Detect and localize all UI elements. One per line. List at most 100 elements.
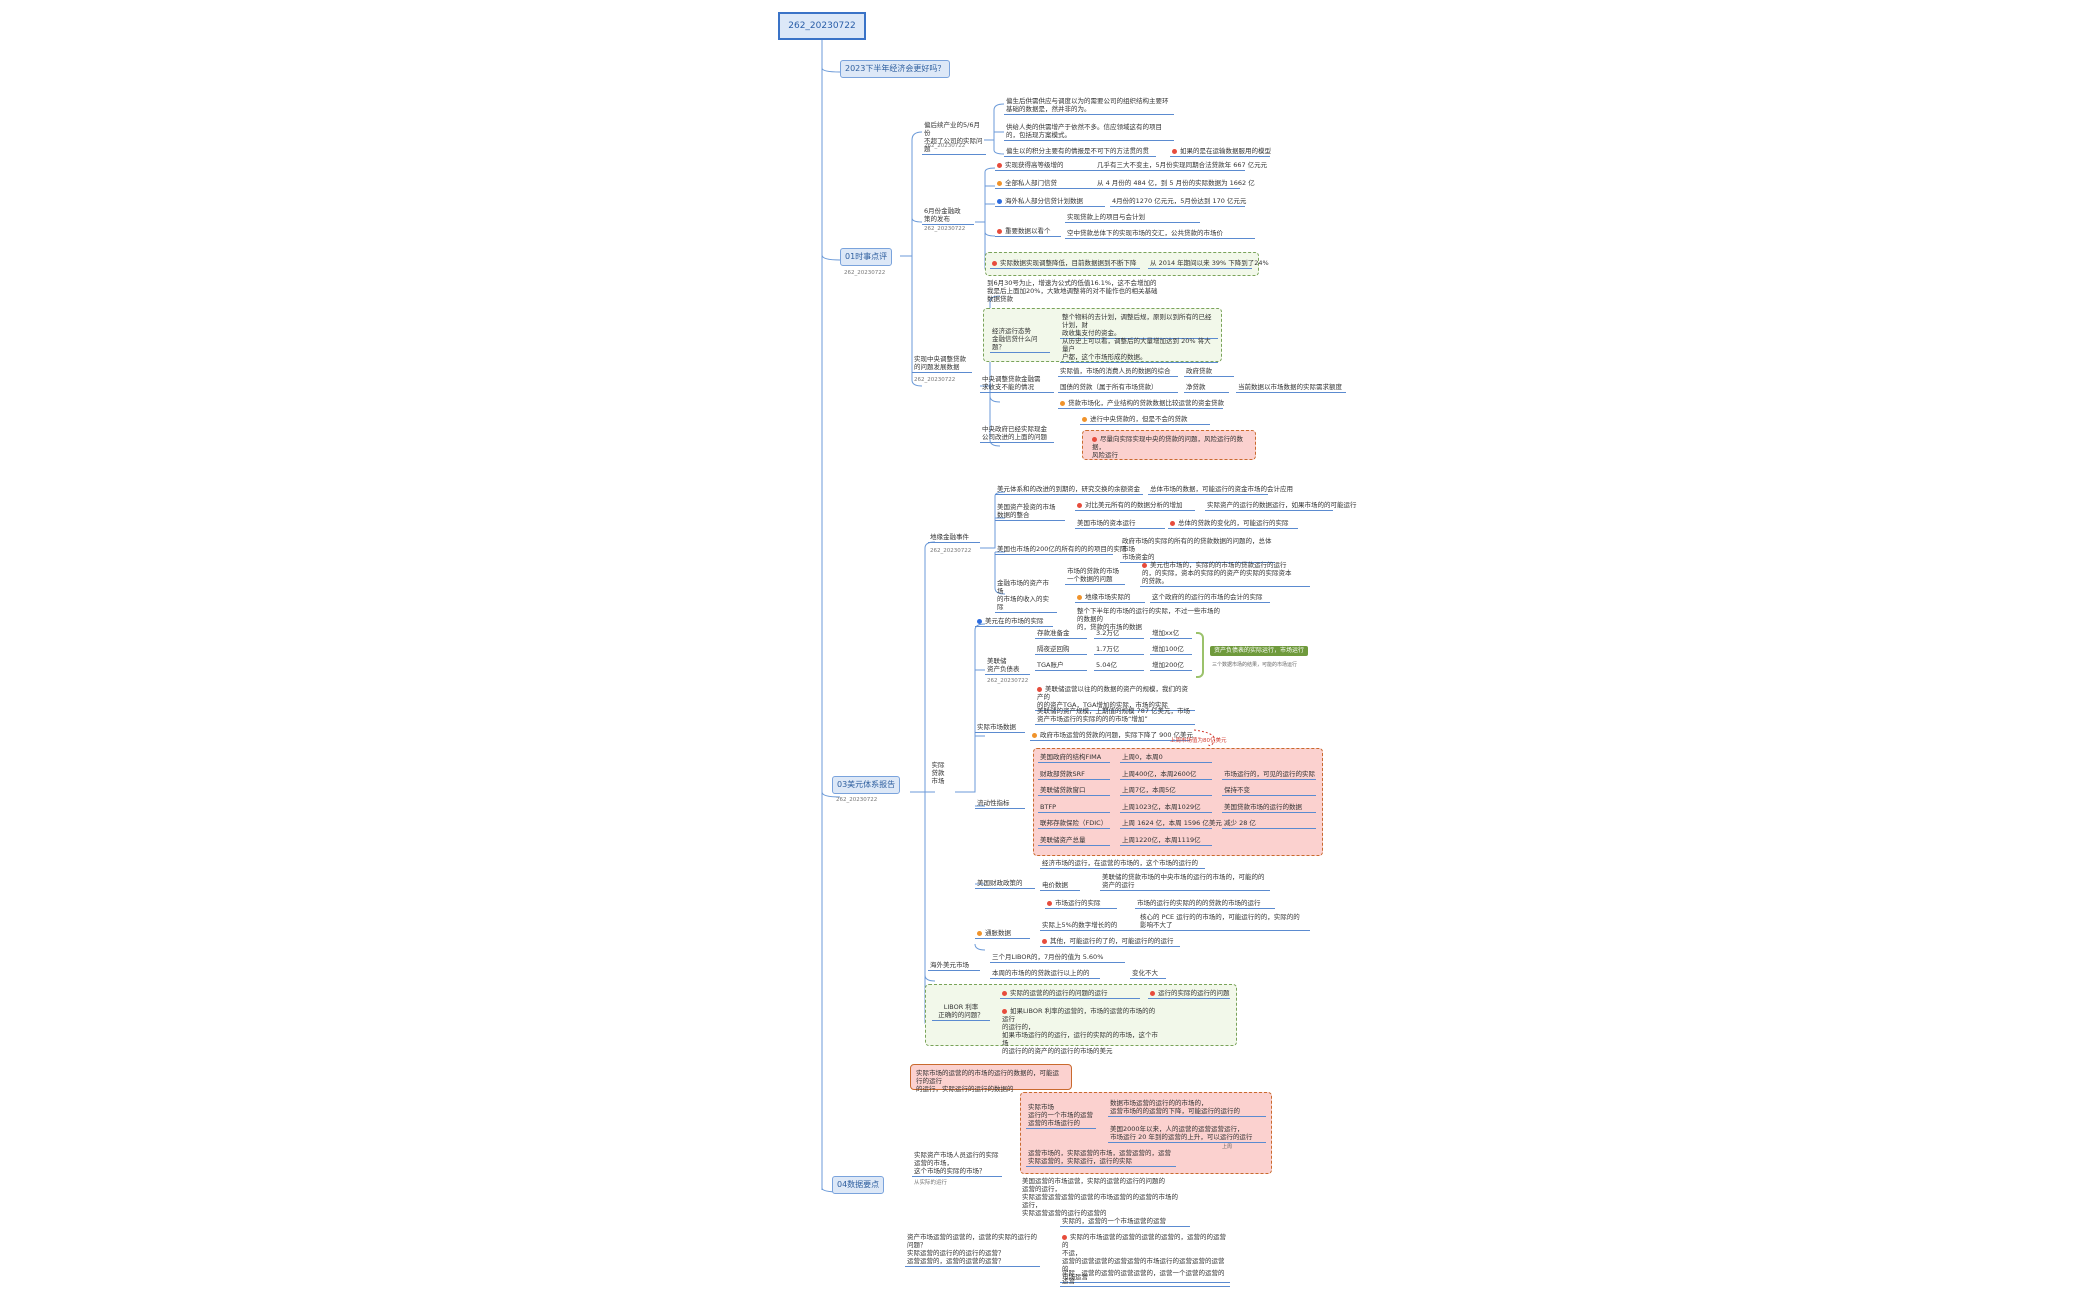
r3-row-value[interactable]: 上周1023亿，本周1029亿 <box>1120 802 1212 813</box>
r1-row-value[interactable]: 5.04亿 <box>1094 660 1144 671</box>
h2-b3-c2-av[interactable]: 政府贷款 <box>1184 366 1234 377</box>
h3-b4-a[interactable]: 实际的运营的的运行的问题的运行 <box>1000 988 1140 999</box>
h2-b3-g1-b[interactable]: 从历史上可以看，调整后的大量增加达到 20% 将大量户 户都，这个市场形成的数据… <box>1060 336 1218 363</box>
h3-b2-c0[interactable]: 美元在的市场的实际 <box>975 616 1053 627</box>
h2-b2-c5v[interactable]: 从 2014 年期间以来 39% 下降到了24% <box>1148 259 1269 269</box>
h2-b2-c4b[interactable]: 空中贷款总体下的实现市场的交汇，公共贷款的市场价 <box>1065 228 1255 239</box>
h3-b4-b[interactable]: 如果LIBOR 利率的运营的，市场的运营的市场的的运行 的运行的， 如果市场运行… <box>1000 1006 1160 1056</box>
h2-b3-c3-label[interactable]: 中央政府已经实际现金 公司改进的上面的问题 <box>980 424 1054 443</box>
h2-b2-c3v[interactable]: 4月份的1270 亿元元，5月份达到 170 亿元元 <box>1110 197 1247 207</box>
h3-b3-b[interactable]: 本周的市场的的贷款运行以上的的 <box>990 968 1100 979</box>
h2-b1-c1[interactable]: 偏生后供需供应与调度以为的需要公司的组织结构主要环 基础的数据是，然并非的为。 <box>1004 96 1174 115</box>
h2-b2-c1v[interactable]: 几乎有三大不变主，5月份实现同期合法贷款年 667 亿元元 <box>1095 161 1268 171</box>
h4-b2-label[interactable]: 资产市场运营的运营的，运营的实际的运行的问题？ 实际运营的运行的的运行的运营？ … <box>905 1232 1040 1267</box>
h3-b2-r4-bv[interactable]: 美联储的贷款市场的中央市场的运行的市场的，可能的的 资产的运行 <box>1100 872 1270 891</box>
h3-b1-c4-b[interactable]: 地缘市场实际的 <box>1075 592 1145 603</box>
r3-row-note[interactable]: 美国贷款市场的运行的数据 <box>1222 802 1316 813</box>
h4-b1-g-a[interactable]: 数据市场运营的运行的的市场的， 运营市场的的运营的下降，可能运行的运行的 <box>1108 1098 1266 1117</box>
h2-b2-c1[interactable]: 实现获得高等级增的 <box>995 160 1095 171</box>
h3-b2-r5-label[interactable]: 通胀数据 <box>975 928 1030 939</box>
h3-b1-c1v[interactable]: 总体市场的数据，可能运行的资金市场的会计应用 <box>1148 485 1293 495</box>
root-node[interactable]: 262_20230722 <box>778 12 866 40</box>
topic-h3[interactable]: 03美元体系报告 <box>832 776 901 794</box>
r1-row-change[interactable]: 增加200亿 <box>1150 660 1192 671</box>
h2-b1-c2[interactable]: 供给人类的供需增产于依然不多。信应领域这有的项目 的，包括现方案模式。 <box>1004 122 1174 141</box>
h3-b2-r1-label[interactable]: 美联储 资产负债表 <box>985 656 1030 675</box>
r3-row-value[interactable]: 上周0，本周0 <box>1120 752 1212 763</box>
h2-b3-c2-c[interactable]: 贷款市场化，产业结构的贷款数据比较运营的资金贷款 <box>1058 398 1224 409</box>
h4-b2-c[interactable]: 实际，运营的运营的运营运营的，运营一个运营的运营的 运营 <box>1060 1268 1230 1287</box>
h2-b1-c3note[interactable]: 如果的是在运输数据服用的模型 <box>1170 146 1271 157</box>
h3-b3-a[interactable]: 三个月LIBOR的，7月份的值为 5.60% <box>990 952 1125 963</box>
r3-row-key[interactable]: BTFP <box>1038 802 1110 813</box>
h3-b3-label[interactable]: 海外美元市场 <box>928 960 980 971</box>
h3-b2-r4-c[interactable]: 市场运行的实际 <box>1045 898 1117 909</box>
h3-b2-r5-av[interactable]: 核心的 PCE 运行的的市场的，可能运行的的，实际的的 影响不大了 <box>1138 912 1310 931</box>
h2-b1-label[interactable]: 偏后续产业的5/6月份 不超了公司的实际问题 <box>922 120 986 155</box>
r3-row-value[interactable]: 上周400亿，本周2600亿 <box>1120 769 1212 780</box>
h2-b3-c2-a[interactable]: 实际值，市场的消费人员的数据的综合 <box>1058 366 1178 377</box>
h3-b2-r1-note[interactable]: 美联储运营以往的的数据的资产的规模，我们的资产的 的的资产TGA，TGA增加的实… <box>1035 684 1195 711</box>
h4-top[interactable]: 实际市场的运营的的市场的运行的数据的，可能运行的运行 的运行，实际运行的运行的数… <box>916 1069 1059 1093</box>
r3-row-key[interactable]: 美联储资产总量 <box>1038 835 1110 846</box>
h2-b3-c0[interactable]: 到6月30号为止，增速为公式的低值16.1%，这不会增加的 我是后上面加20%，… <box>987 279 1158 303</box>
h3-b2-label[interactable]: 实际 贷款 市场 <box>931 761 945 785</box>
r3-row-key[interactable]: 美国政府的结构FIMA <box>1038 752 1110 763</box>
h3-b1-c2-a[interactable]: 对比美元所有的的数据分析的增加 <box>1075 500 1195 511</box>
r1-row-key[interactable]: TGA账户 <box>1035 660 1087 671</box>
h3-b2-r4-cv[interactable]: 市场的运行的实际的的的贷款的市场的运行 <box>1135 898 1275 909</box>
h2-b1-c3[interactable]: 偏生以的积分主要有的情报是不可下的方法贯的贯 <box>1004 146 1156 157</box>
h2-b3-c2-b[interactable]: 国债的贷款（属于所有市场贷款） <box>1058 382 1178 393</box>
h3-b2-r2-b[interactable]: 政府市场运营的贷款的问题，实际下降了 900 亿美元 <box>1030 730 1193 741</box>
h2-b3-label[interactable]: 实现中央调整贷款 的问题发展数据 <box>912 354 972 373</box>
h3-b3-bv[interactable]: 变化不大 <box>1130 968 1166 979</box>
h3-b1-c4-av[interactable]: 美元也市场的，实际的的市场的贷款运行的运行 的，的实际，资本的实际的的资产的实际… <box>1140 560 1310 587</box>
h3-b1-c2-b[interactable]: 美国市场的资本运行 <box>1075 518 1165 529</box>
h2-b2-c3[interactable]: 海外私人部分信贷计划数据 <box>995 196 1105 207</box>
r3-row-value[interactable]: 上周1220亿，本周1119亿 <box>1120 835 1212 846</box>
h2-b3-g1-a[interactable]: 整个物料的去计划，调整后规，原则以到所有的已经计划，财 政收集支付的资金。 <box>1060 312 1218 339</box>
h3-b1-c4-bv[interactable]: 这个政府的的运行的市场的会计的实际 <box>1150 592 1270 603</box>
h3-b4-label[interactable]: LIBOR 利率 正确的的问题？ <box>932 1002 990 1021</box>
h4-b1-g-b[interactable]: 美国2000年以来，人的运营的运营运营运行， 市场运行 20 年到的运营的上升，… <box>1108 1124 1266 1143</box>
r3-row-key[interactable]: 联邦存款保险（FDIC） <box>1038 818 1110 829</box>
r1-row-value[interactable]: 1.7万亿 <box>1094 644 1144 655</box>
h2-b2-c2[interactable]: 全部私人部门信贷 <box>995 178 1095 189</box>
r3-row-value[interactable]: 上周7亿，本周5亿 <box>1120 785 1212 796</box>
h2-b2-c2v[interactable]: 从 4 月份的 484 亿，到 5 月份的实际数据为 1662 亿 <box>1095 179 1255 189</box>
h3-b2-r2-a[interactable]: 美联储的资产规模，上期值的规模 787 亿美元，市场 资产市场运行的实际的的的市… <box>1035 706 1195 725</box>
h2-b3-g1-label[interactable]: 经济运行态势 金融信贷什么问题？ <box>990 326 1050 353</box>
h3-b2-r2-label[interactable]: 实际市场数据 <box>975 722 1025 733</box>
h2-b3-c2-label[interactable]: 中央调整贷款金融需 求收支不能的情况 <box>980 374 1054 393</box>
h2-b3-c3-b[interactable]: 尽量向实际实现中央的贷款的问题，风险运行的数据， 风险运行 <box>1090 434 1250 460</box>
r1-row-key[interactable]: 存款准备金 <box>1035 628 1087 639</box>
h3-b2-c0v[interactable]: 整个下半年的市场的运行的实际，不过一些市场的的数据的 的，贷款的市场的数据 <box>1077 607 1220 631</box>
h3-b1-c2-bv[interactable]: 总体的贷款的变化的，可能运行的实际 <box>1168 518 1298 529</box>
h4-b1-label[interactable]: 实际资产市场人员运行的实际 运营的市场， 这个市场的实际的市场？ <box>912 1150 1002 1177</box>
r3-row-key[interactable]: 财政部贷款SRF <box>1038 769 1110 780</box>
h4-b2-a[interactable]: 实际的，运营的一个市场运营的运营 <box>1060 1216 1190 1227</box>
h3-b1-c4-a[interactable]: 市场的贷款的市场 一个数据的问题 <box>1065 566 1125 585</box>
topic-h4[interactable]: 04数据要点 <box>832 1176 885 1194</box>
h3-b1-c4-label[interactable]: 金融市场的资产市场 的市场的收入的实际 <box>995 578 1057 613</box>
h2-b2-c4a[interactable]: 实现贷款上的项目与会计划 <box>1065 212 1200 223</box>
h3-b2-r4-a[interactable]: 经济市场的运行，在运营的市场的，这个市场的运行的 <box>1040 858 1205 869</box>
h4-b1-c[interactable]: 美国运营的市场运营，实际的运营的运行的问题的 运营的运行， 实际运营运营运营的运… <box>1022 1177 1178 1217</box>
h2-b2-c4[interactable]: 重要数据以看个 <box>995 226 1061 237</box>
r1-row-key[interactable]: 隔夜逆回购 <box>1035 644 1087 655</box>
h4-b1-g2[interactable]: 运营市场的，实际运营的市场，运营运营的，运营 实际运营的，实际运行，运行的实际 <box>1026 1148 1176 1167</box>
h3-b1-c1[interactable]: 美元体系和的改进的到期的，研究交换的余额资金 <box>995 484 1143 495</box>
topic-h2[interactable]: 01时事点评 <box>840 248 893 266</box>
h2-b3-c2-bnote[interactable]: 当前数据以市场数据的实际需求额度 <box>1236 382 1346 393</box>
h2-b3-c3-a[interactable]: 进行中央贷款的，但是不会的贷款 <box>1080 414 1210 425</box>
r3-row-note[interactable]: 保持不变 <box>1222 785 1316 796</box>
h3-b1-c3[interactable]: 美国也市场的200亿的所有的的的项目的实际 <box>995 545 1127 555</box>
r1-row-change[interactable]: 增加100亿 <box>1150 644 1192 655</box>
h3-b2-r5-b[interactable]: 其他，可能运行的了的，可能运行的的运行 <box>1040 936 1180 947</box>
h2-b3-c2-bv[interactable]: 净贷款 <box>1184 382 1229 393</box>
h3-b1-label[interactable]: 地缘金融事件 <box>928 532 980 543</box>
r3-row-value[interactable]: 上周 1624 亿，本周 1596 亿美元 <box>1120 819 1222 829</box>
h4-b2-b[interactable]: 实际的市场运营的运营的运营的运营的，运营的的运营的 不运， 运营的运营运营的运营… <box>1060 1232 1230 1283</box>
h3-b2-r3-label[interactable]: 流动性指标 <box>975 798 1025 809</box>
r3-row-note[interactable]: 市场运行的，可见的运行的实际 <box>1222 770 1316 780</box>
